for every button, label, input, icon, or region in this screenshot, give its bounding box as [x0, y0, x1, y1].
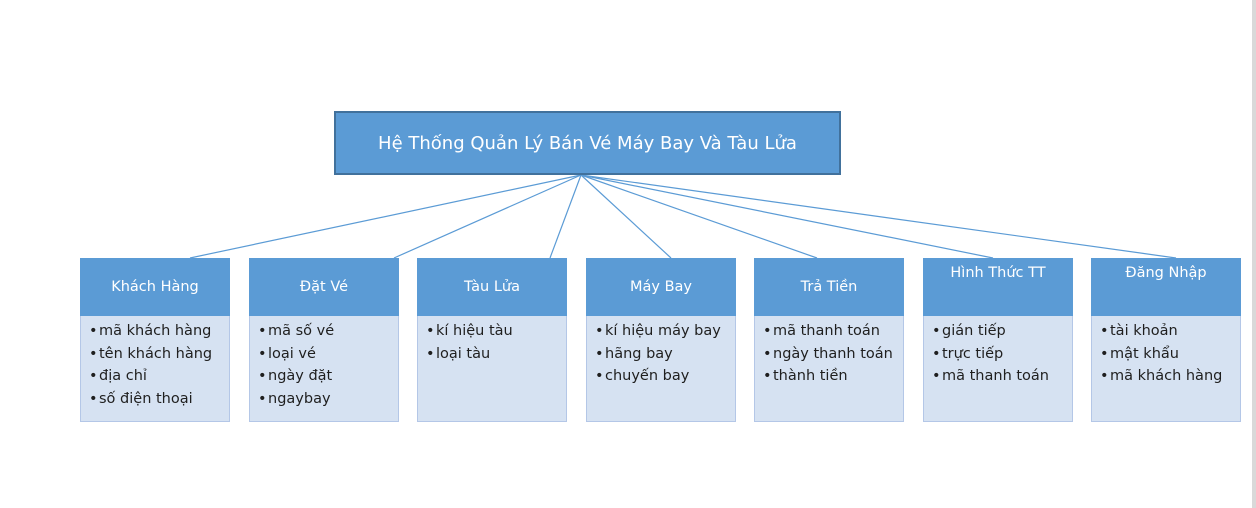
entity-header: Tàu Lửa: [417, 258, 567, 316]
attribute-item: •mã thanh toán: [763, 323, 881, 339]
entity-name: Máy Bay: [629, 279, 692, 295]
attribute-item: •mã số vé: [258, 323, 335, 339]
entity-hinh-thuc-tt: Hình Thức TT •gián tiếp •trực tiếp •mã t…: [923, 258, 1073, 422]
entity-attributes: •kí hiệu máy bay •hãng bay •chuyến bay: [586, 316, 736, 422]
attribute-item: •tài khoản: [1100, 323, 1178, 339]
attribute-item: •gián tiếp: [932, 323, 1006, 339]
root-node: Hệ Thống Quản Lý Bán Vé Máy Bay Và Tàu L…: [334, 111, 841, 175]
entity-header: Máy Bay: [586, 258, 736, 316]
attribute-item: •ngày thanh toán: [763, 345, 893, 362]
attribute-item: •loại tàu: [426, 345, 491, 362]
attribute-item: •mã thanh toán: [932, 368, 1050, 384]
connector-line-7: [580, 174, 1177, 259]
entity-header: Khách Hàng: [80, 258, 230, 316]
entity-header: Đăng Nhập: [1091, 258, 1241, 316]
entity-tau-lua: Tàu Lửa •kí hiệu tàu •loại tàu: [417, 258, 567, 422]
attribute-item: •loại vé: [258, 345, 316, 362]
entity-name: Khách Hàng: [111, 279, 199, 295]
connector-line-2: [393, 174, 582, 259]
attribute-item: •số điện thoại: [89, 390, 193, 407]
attribute-item: •chuyến bay: [595, 368, 690, 384]
connector-line-5: [580, 174, 818, 259]
entity-attributes: •tài khoản •mật khẩu •mã khách hàng: [1091, 316, 1241, 422]
entity-attributes: •mã thanh toán •ngày thanh toán •thành t…: [754, 316, 904, 422]
entity-attributes: •gián tiếp •trực tiếp •mã thanh toán: [923, 316, 1073, 422]
attribute-item: •kí hiệu máy bay: [595, 323, 721, 339]
attribute-item: •tên khách hàng: [89, 345, 213, 362]
entity-header: Đặt Vé: [249, 258, 399, 316]
attribute-item: •hãng bay: [595, 345, 673, 362]
attribute-item: •mã khách hàng: [89, 323, 212, 339]
attribute-item: •địa chỉ: [89, 368, 147, 384]
entity-name: Đặt Vé: [299, 279, 349, 295]
entity-name: Đăng Nhập: [1125, 265, 1207, 281]
entity-name: Tàu Lửa: [463, 279, 520, 295]
attribute-item: •trực tiếp: [932, 345, 1004, 362]
entity-header: Trả Tiền: [754, 258, 904, 316]
entity-may-bay: Máy Bay •kí hiệu máy bay •hãng bay •chuy…: [586, 258, 736, 422]
entity-attributes: •mã khách hàng •tên khách hàng •địa chỉ …: [80, 316, 230, 422]
attribute-item: •ngaybay: [258, 390, 331, 407]
entity-dat-ve: Đặt Vé •mã số vé •loại vé •ngày đặt •nga…: [249, 258, 399, 422]
attribute-item: •thành tiền: [763, 368, 848, 384]
connector-line-1: [189, 174, 582, 259]
attribute-item: •ngày đặt: [258, 368, 333, 384]
entity-attributes: •mã số vé •loại vé •ngày đặt •ngaybay: [249, 316, 399, 422]
window-edge: [1252, 0, 1256, 508]
attribute-item: •kí hiệu tàu: [426, 323, 513, 339]
attribute-item: •mật khẩu: [1100, 345, 1179, 362]
entity-dang-nhap: Đăng Nhập •tài khoản •mật khẩu •mã khách…: [1091, 258, 1241, 422]
attribute-item: •mã khách hàng: [1100, 368, 1223, 384]
entity-attributes: •kí hiệu tàu •loại tàu: [417, 316, 567, 422]
connector-line-4: [580, 174, 672, 259]
connector-line-6: [580, 174, 994, 259]
entity-header: Hình Thức TT: [923, 258, 1073, 316]
entity-name: Trả Tiền: [800, 279, 858, 295]
entity-name: Hình Thức TT: [950, 265, 1046, 281]
entity-tra-tien: Trả Tiền •mã thanh toán •ngày thanh toán…: [754, 258, 904, 422]
root-title: Hệ Thống Quản Lý Bán Vé Máy Bay Và Tàu L…: [378, 132, 797, 154]
entity-khach-hang: Khách Hàng •mã khách hàng •tên khách hàn…: [80, 258, 230, 422]
connector-line-3: [549, 174, 582, 259]
